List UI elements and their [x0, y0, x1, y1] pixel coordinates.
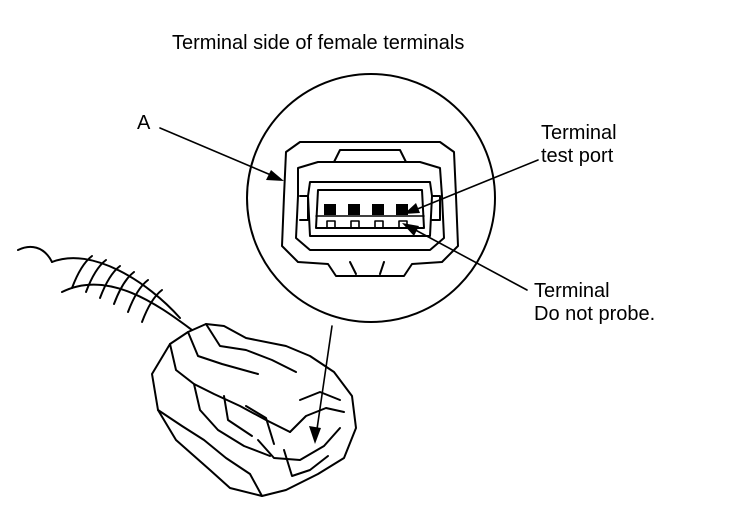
leader-lines [159, 127, 539, 437]
arrowheads [266, 170, 420, 444]
terminal-pins [326, 220, 408, 229]
arrowhead-test-port [404, 203, 420, 214]
diagram-title: Terminal side of female terminals [172, 32, 465, 54]
callout-test-port-label: Terminal test port [541, 122, 617, 168]
callout-test-port-line-2: test port [541, 145, 614, 167]
connector-face [281, 141, 459, 277]
arrowhead-a [266, 170, 284, 181]
callout-test-port-line-1: Terminal [541, 122, 617, 144]
connector-body [151, 323, 357, 497]
magnifier-circle [246, 73, 496, 323]
wire-harness [17, 245, 193, 331]
test-port-pins [324, 204, 408, 215]
arrowhead-body [309, 426, 321, 444]
callout-do-not-probe-label: Terminal Do not probe. [534, 280, 655, 326]
callout-do-not-probe-line-2: Do not probe. [534, 303, 656, 325]
arrowhead-terminal [402, 223, 419, 236]
callout-a-label: A [137, 112, 151, 134]
callout-do-not-probe-line-1: Terminal [534, 280, 610, 302]
